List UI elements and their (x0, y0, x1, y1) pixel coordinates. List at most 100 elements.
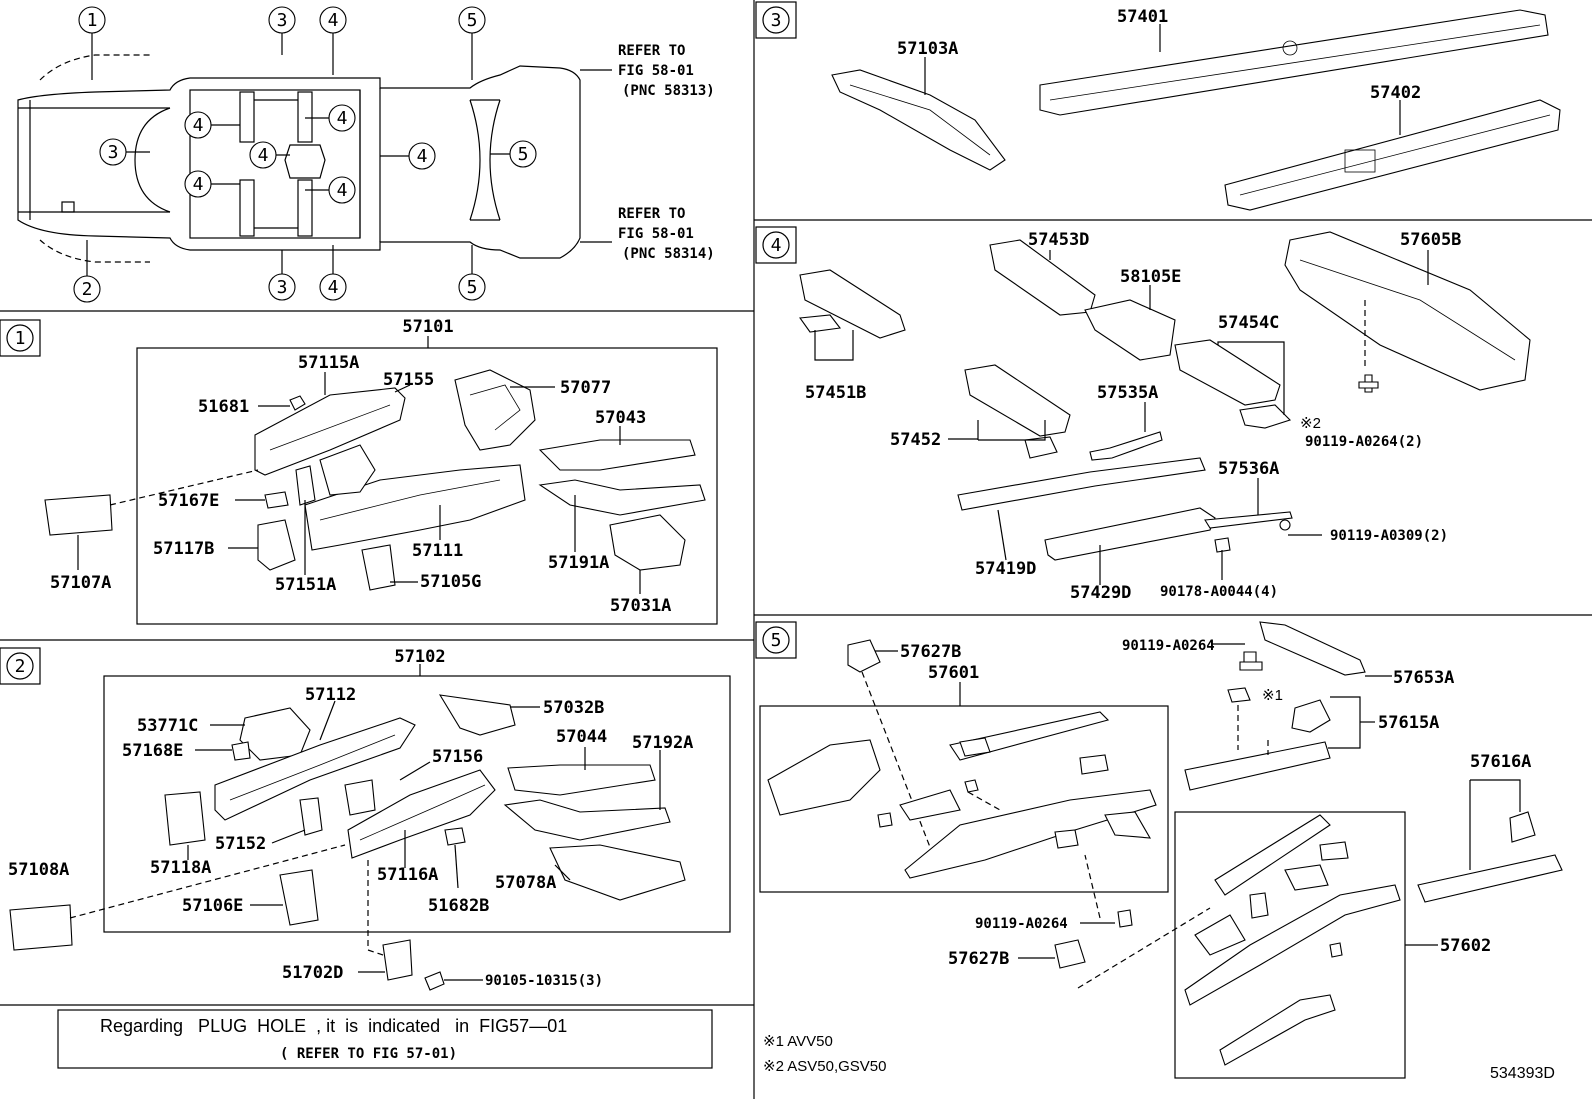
part-57108A[interactable]: 57108A (8, 860, 69, 880)
part-57103A[interactable]: 57103A (897, 39, 958, 59)
section-label-4: 4 (771, 235, 782, 256)
part-51681[interactable]: 51681 (198, 397, 249, 417)
part-57167E[interactable]: 57167E (158, 491, 219, 511)
part-57031A[interactable]: 57031A (610, 596, 671, 616)
callout-circle (268, 6, 296, 34)
part-57112[interactable]: 57112 (305, 685, 356, 705)
part-57151A[interactable]: 57151A (275, 575, 336, 595)
part-57451B[interactable]: 57451B (805, 383, 866, 403)
plug-hole-note: Regarding PLUG HOLE , it is indicated in… (57, 1009, 713, 1069)
section-label-5: 5 (771, 630, 782, 651)
overview-callout: 4 (319, 245, 347, 301)
part-57115A[interactable]: 57115A (298, 353, 359, 373)
overview-callout: 3 (268, 250, 296, 301)
part-57615A[interactable]: 57615A (1378, 713, 1439, 733)
part-57605B[interactable]: 57605B (1400, 230, 1461, 250)
part-51682B[interactable]: 51682B (428, 896, 489, 916)
part-57077[interactable]: 57077 (560, 378, 611, 398)
note-mark-1: ※1 (1262, 687, 1283, 704)
part-57168E[interactable]: 57168E (122, 741, 183, 761)
part-57192A[interactable]: 57192A (632, 733, 693, 753)
part-53771C[interactable]: 53771C (137, 716, 198, 736)
part-57078A[interactable]: 57078A (495, 873, 556, 893)
part-57454C[interactable]: 57454C (1218, 313, 1279, 333)
part-57118A[interactable]: 57118A (150, 858, 211, 878)
overview-callout: 3 (99, 138, 150, 166)
part-90119-A0309[interactable]: 90119-A0309(2) (1330, 528, 1448, 544)
part-57044[interactable]: 57044 (556, 727, 607, 747)
part-57107A[interactable]: 57107A (50, 573, 111, 593)
callout-number: 4 (193, 115, 204, 136)
overview-callout: 4 (380, 142, 436, 170)
callout-circle (328, 104, 356, 132)
callout-circle (408, 142, 436, 170)
callout-circle (78, 6, 106, 34)
callout-circle (458, 273, 486, 301)
section-label-1: 1 (15, 328, 26, 349)
overview-callout: 4 (249, 141, 290, 169)
callout-circle (319, 6, 347, 34)
callout-circle (99, 138, 127, 166)
callout-number: 5 (467, 10, 478, 31)
part-57102[interactable]: 57102 (394, 647, 445, 667)
part-57191A[interactable]: 57191A (548, 553, 609, 573)
part-57401[interactable]: 57401 (1117, 7, 1168, 27)
overview-callout: 4 (184, 170, 240, 198)
part-57116A[interactable]: 57116A (377, 865, 438, 885)
callout-number: 3 (108, 142, 119, 163)
part-57536A[interactable]: 57536A (1218, 459, 1279, 479)
callout-circle (73, 275, 101, 303)
part-57106E[interactable]: 57106E (182, 896, 243, 916)
part-90119-A0264-bottom[interactable]: 90119-A0264 (975, 916, 1068, 932)
refer-upper-line2: FIG 58-01 (618, 63, 694, 79)
callout-number: 3 (277, 277, 288, 298)
part-90119-A0264-top[interactable]: 90119-A0264 (1122, 638, 1215, 654)
section-label-2: 2 (15, 656, 26, 677)
callout-number: 4 (337, 108, 348, 129)
part-57402[interactable]: 57402 (1370, 83, 1421, 103)
refer-lower-line1: REFER TO (618, 206, 685, 222)
section-4: 57453D 58105E 57605B 57454C 57451B 57535… (799, 230, 1531, 603)
part-57602[interactable]: 57602 (1440, 936, 1491, 956)
callout-number: 4 (417, 146, 428, 167)
part-57627B-bottom[interactable]: 57627B (948, 949, 1009, 969)
part-57152[interactable]: 57152 (215, 834, 266, 854)
part-57117B[interactable]: 57117B (153, 539, 214, 559)
part-57616A[interactable]: 57616A (1470, 752, 1531, 772)
part-57032B[interactable]: 57032B (543, 698, 604, 718)
overview-callout: 5 (458, 6, 486, 80)
callout-number: 4 (328, 277, 339, 298)
overview-callout: 3 (268, 6, 296, 55)
callout-number: 4 (328, 10, 339, 31)
part-57155[interactable]: 57155 (383, 370, 434, 390)
part-57101[interactable]: 57101 (402, 317, 453, 337)
part-51702D[interactable]: 51702D (282, 963, 343, 983)
overview-callout: 4 (305, 104, 356, 132)
part-57111[interactable]: 57111 (412, 541, 463, 561)
part-57429D[interactable]: 57429D (1070, 583, 1131, 603)
part-57156[interactable]: 57156 (432, 747, 483, 767)
callout-number: 4 (337, 180, 348, 201)
callout-number: 5 (518, 144, 529, 165)
footnote-2: ※2 ASV50,GSV50 (763, 1058, 886, 1075)
part-57452[interactable]: 57452 (890, 430, 941, 450)
part-57627B-top[interactable]: 57627B (900, 642, 961, 662)
part-57043[interactable]: 57043 (595, 408, 646, 428)
part-58105E[interactable]: 58105E (1120, 267, 1181, 287)
section-label-3: 3 (771, 10, 782, 31)
part-90105-10315[interactable]: 90105-10315(3) (485, 973, 603, 989)
part-57419D[interactable]: 57419D (975, 559, 1036, 579)
note-line2: ( REFER TO FIG 57-01) (280, 1046, 457, 1062)
part-90178-A0044[interactable]: 90178-A0044(4) (1160, 584, 1278, 600)
part-57601[interactable]: 57601 (928, 663, 979, 683)
part-57453D[interactable]: 57453D (1028, 230, 1089, 250)
part-90119-A0264-2[interactable]: 90119-A0264(2) (1305, 434, 1423, 450)
part-57535A[interactable]: 57535A (1097, 383, 1158, 403)
part-57105G[interactable]: 57105G (420, 572, 481, 592)
overview-callout: 5 (458, 245, 486, 301)
part-57653A[interactable]: 57653A (1393, 668, 1454, 688)
